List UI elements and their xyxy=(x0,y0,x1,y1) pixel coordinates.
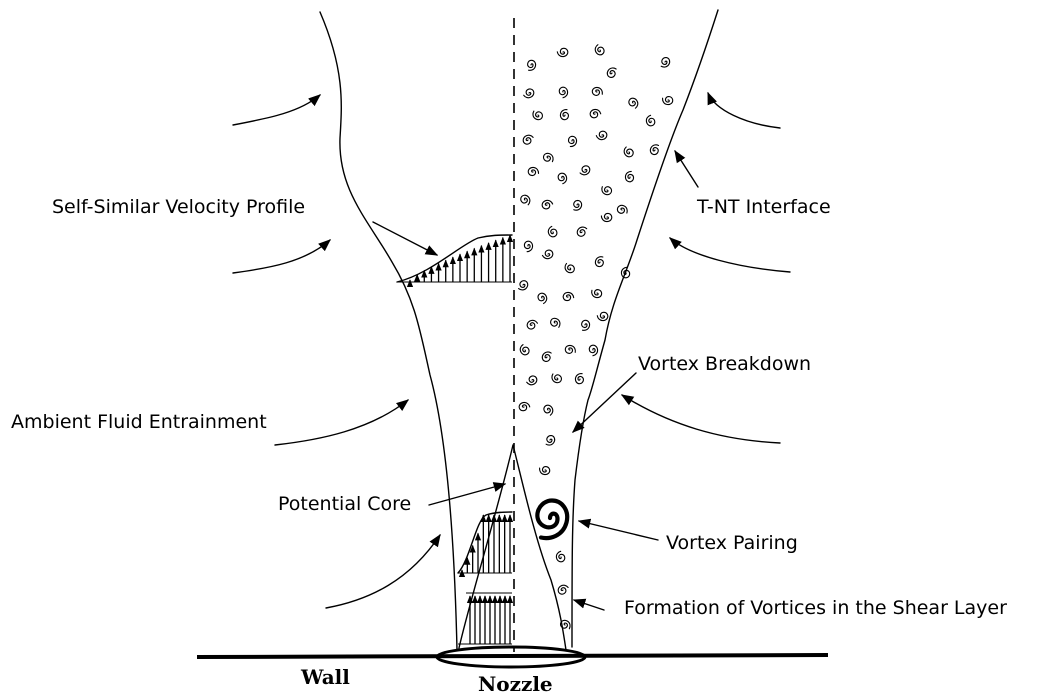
vortex-swirl-icon xyxy=(589,107,602,119)
vortex-swirl-icon xyxy=(601,213,613,223)
vortex-swirl-icon xyxy=(576,225,588,238)
self-similar-velocity-profile xyxy=(397,235,512,282)
arrow-icon xyxy=(373,222,437,255)
vortex-swirl-icon xyxy=(595,256,604,267)
wall-line xyxy=(197,655,828,657)
vortex-swirl-icon xyxy=(597,311,609,322)
vortex-swirl-icon xyxy=(573,200,582,211)
vortex-swirl-icon xyxy=(536,291,549,304)
jet-boundary-left xyxy=(320,12,457,650)
vortex-swirl-icon xyxy=(518,344,531,357)
label-pointers xyxy=(373,151,698,610)
vortex-swirl-icon xyxy=(563,263,576,275)
vortex-swirl-icon xyxy=(575,373,583,383)
vortex-swirl-icon xyxy=(518,279,530,291)
vortex-pair-icon xyxy=(537,501,567,539)
vortex-swirl-icon xyxy=(591,289,601,297)
vortex-swirl-icon xyxy=(662,96,673,105)
vortex-swirl-icon xyxy=(660,57,671,69)
vortex-swirl-icon xyxy=(582,320,590,330)
vortex-swirl-icon xyxy=(588,344,599,356)
vortex-swirl-icon xyxy=(541,198,554,210)
arrow-icon xyxy=(675,151,698,187)
vortex-swirl-icon xyxy=(545,435,556,447)
vortex-swirl-icon xyxy=(627,96,640,109)
vortex-swirl-icon xyxy=(523,87,536,100)
vortex-swirl-icon xyxy=(558,86,569,98)
vortex-swirl-icon xyxy=(542,403,555,416)
vortex-swirl-icon xyxy=(560,109,569,120)
label-vortex-pairing: Vortex Pairing xyxy=(666,532,798,554)
vortex-swirl-icon xyxy=(601,186,612,196)
label-vortex-breakdown: Vortex Breakdown xyxy=(638,353,811,375)
vortex-swirl-icon xyxy=(557,583,569,596)
vortex-swirl-icon xyxy=(617,205,628,214)
vortex-swirl-icon xyxy=(565,345,575,353)
label-nozzle: Nozzle xyxy=(478,672,553,694)
entrainment-arrows-left xyxy=(233,95,440,608)
vortex-swirl-icon xyxy=(525,318,538,331)
label-ambient-entrainment: Ambient Fluid Entrainment xyxy=(11,411,267,433)
vortex-swirl-icon xyxy=(606,66,617,78)
vortex-swirl-icon xyxy=(526,374,539,387)
vortex-swirl-icon xyxy=(644,115,656,128)
vortex-swirl-icon xyxy=(550,373,562,384)
vortex-swirl-icon xyxy=(624,171,634,182)
vortex-swirl-icon xyxy=(519,194,532,206)
vortex-swirl-icon xyxy=(522,133,534,146)
vortex-swirl-icon xyxy=(568,136,577,147)
vortex-swirl-icon xyxy=(543,152,555,162)
vortex-swirl-icon xyxy=(528,167,539,177)
vortex-swirl-icon xyxy=(528,60,536,70)
vortex-swirl-icon xyxy=(541,350,552,362)
label-wall: Wall xyxy=(300,665,350,689)
nozzle-velocity-profile-upper xyxy=(458,512,512,573)
vortex-swirl-icon xyxy=(596,130,609,142)
vortex-swirl-icon xyxy=(546,226,558,239)
vortex-swirl-icon xyxy=(649,144,659,156)
vortex-swirl-icon xyxy=(557,47,569,58)
entrainment-arrows-right xyxy=(622,93,790,443)
vortex-swirl-icon xyxy=(554,551,566,564)
vortex-swirl-icon xyxy=(531,110,543,121)
vortex-swirl-icon xyxy=(579,164,591,177)
vortex-swirl-icon xyxy=(622,146,635,158)
label-vortex-formation: Formation of Vortices in the Shear Layer xyxy=(624,597,1007,619)
vortex-swirl-icon xyxy=(518,401,530,413)
vortex-swirl-icon xyxy=(592,87,602,95)
label-tnt-interface: T-NT Interface xyxy=(696,196,831,218)
turbulent-vortices xyxy=(518,44,673,630)
arrow-icon xyxy=(429,484,505,505)
vortex-swirl-icon xyxy=(557,172,569,185)
vortex-swirl-icon xyxy=(542,248,555,260)
vortex-swirl-icon xyxy=(593,44,606,57)
vortex-swirl-icon xyxy=(562,291,574,302)
arrow-icon xyxy=(579,521,658,540)
label-self-similar-profile: Self-Similar Velocity Profile xyxy=(52,196,305,218)
vortex-swirl-icon xyxy=(549,317,561,328)
vortex-swirl-icon xyxy=(539,466,550,475)
label-potential-core: Potential Core xyxy=(278,493,411,515)
arrow-icon xyxy=(574,600,604,610)
vortex-swirl-icon xyxy=(523,240,533,252)
